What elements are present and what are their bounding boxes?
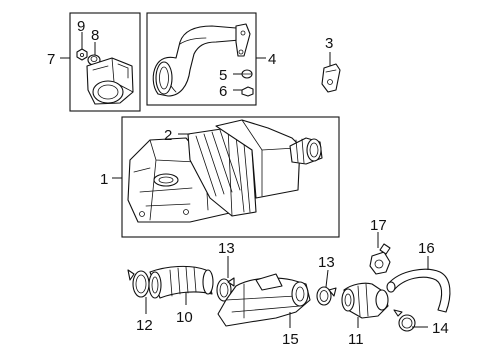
group-box-intake-duct: [146, 12, 257, 106]
part-13-clamp-left: [216, 277, 235, 302]
leader-13b: [325, 269, 329, 288]
part-11-inlet-hose: [341, 282, 389, 319]
part-16-hose: [386, 268, 451, 313]
callout-13a: 13: [218, 240, 235, 257]
part-9-nut: [76, 48, 88, 61]
callout-13b: 13: [318, 254, 335, 271]
part-7-airflow-meter: [86, 57, 134, 105]
callout-5: 5: [219, 67, 227, 84]
callout-17: 17: [370, 217, 387, 234]
callout-16: 16: [418, 240, 435, 257]
callout-9: 9: [77, 18, 85, 35]
part-15-resonator-duct: [217, 273, 311, 327]
callout-11: 11: [348, 331, 364, 348]
part-6-screw: [241, 86, 254, 97]
callout-14: 14: [432, 320, 449, 337]
callout-12: 12: [136, 317, 153, 334]
callout-7: 7: [47, 51, 55, 68]
callout-4: 4: [268, 51, 276, 68]
part-17-valve: [369, 243, 391, 275]
callout-6: 6: [219, 83, 227, 100]
part-14-clamp: [393, 309, 416, 332]
part-3-sensor: [321, 63, 341, 93]
callout-1: 1: [100, 171, 108, 188]
group-box-air-cleaner: [121, 116, 340, 238]
part-5-clip: [241, 69, 253, 79]
callout-8: 8: [91, 27, 99, 44]
callout-10: 10: [176, 309, 193, 326]
part-4-intake-duct: [152, 23, 251, 97]
callout-15: 15: [282, 331, 299, 348]
callout-3: 3: [325, 35, 333, 52]
callout-2: 2: [164, 127, 172, 144]
part-1-air-cleaner-cover: [215, 119, 323, 199]
group-box-airflow-meter: [69, 12, 141, 112]
part-12-clamp: [127, 269, 150, 298]
part-10-hose: [148, 265, 214, 299]
part-13-clamp-right: [316, 286, 337, 306]
